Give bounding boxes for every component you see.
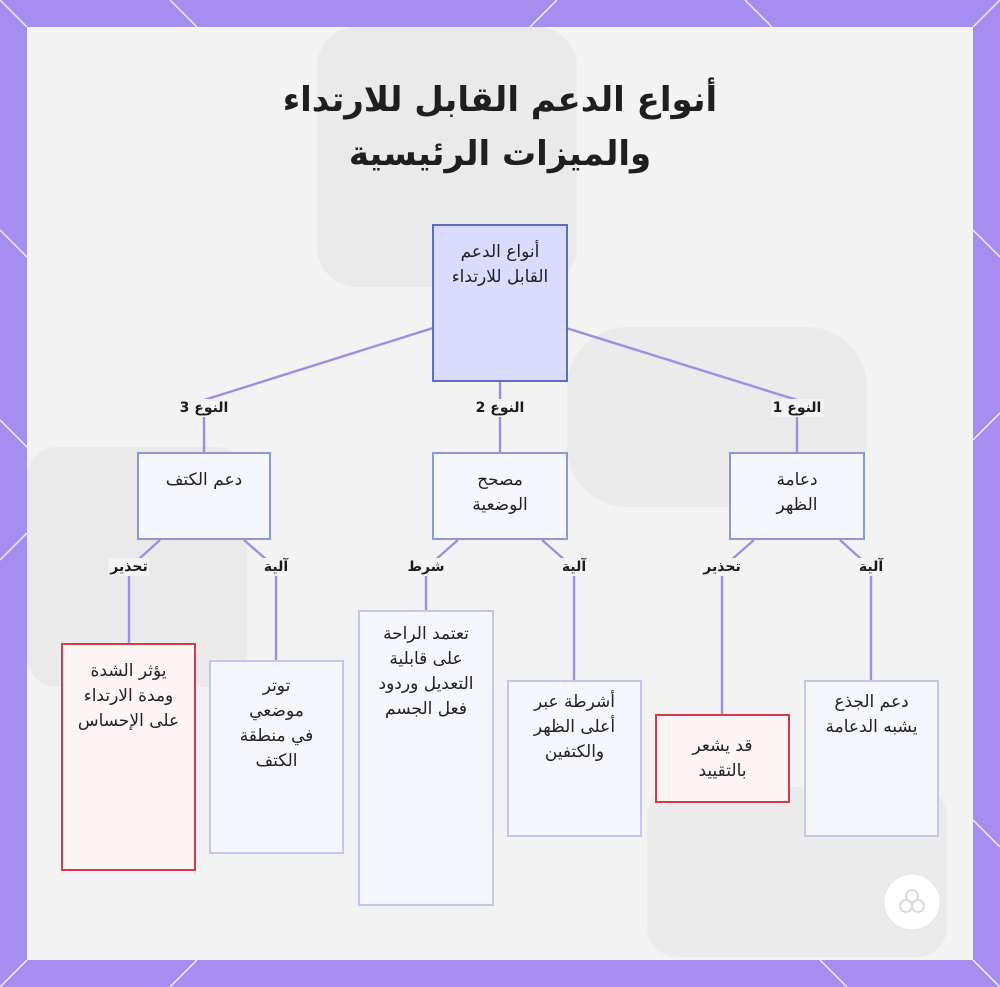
type3-warning-node: يؤثر الشدة ومدة الارتداء على الإحساس: [61, 643, 196, 871]
diagram-title-line-2: والميزات الرئيسية: [348, 134, 652, 174]
type1-node: دعامة الظهر: [729, 452, 865, 540]
diagram-title-line-1: أنواع الدعم القابل للارتداء: [282, 80, 718, 120]
type3-mechanism-label: توتر موضعي في منطقة الكتف: [239, 676, 314, 771]
root-node-label: أنواع الدعم القابل للارتداء: [451, 242, 549, 287]
edge-root-type3: [202, 326, 434, 452]
edge-label-warning: تحذير: [108, 558, 150, 576]
type1-mechanism-label: دعم الجذع يشبه الدعامة: [825, 692, 918, 737]
edge-label-type1: النوع 1: [770, 399, 824, 417]
watermark-logo-icon: [883, 873, 941, 931]
edge-label-type2: النوع 2: [473, 399, 527, 417]
edge-label-type3: النوع 3: [177, 399, 231, 417]
type1-mechanism-node: دعم الجذع يشبه الدعامة: [804, 680, 939, 837]
type1-warning-node: قد يشعر بالتقييد: [655, 714, 790, 803]
type2-node: مصحح الوضعية: [432, 452, 568, 540]
type2-node-label: مصحح الوضعية: [472, 470, 528, 515]
type1-warning-label: قد يشعر بالتقييد: [692, 735, 753, 781]
edge-label-warning: تحذير: [701, 558, 743, 576]
edge-type3-warning: [127, 539, 161, 643]
type1-node-label: دعامة الظهر: [776, 470, 818, 515]
edge-root-type1: [565, 326, 799, 452]
root-node: أنواع الدعم القابل للارتداء: [432, 224, 568, 382]
edge-label-mechanism: آلية: [856, 558, 886, 576]
type2-condition-label: تعتمد الراحة على قابلية التعديل وردود فع…: [378, 624, 474, 719]
edge-label-mechanism: آلية: [261, 558, 291, 576]
edge-label-mechanism: آلية: [559, 558, 589, 576]
type2-condition-node: تعتمد الراحة على قابلية التعديل وردود فع…: [358, 610, 494, 906]
type3-mechanism-node: توتر موضعي في منطقة الكتف: [209, 660, 344, 854]
type3-node: دعم الكتف: [137, 452, 271, 540]
edge-label-condition: شرط: [405, 558, 447, 576]
type3-node-label: دعم الكتف: [165, 470, 243, 490]
type3-warning-label: يؤثر الشدة ومدة الارتداء على الإحساس: [77, 661, 180, 731]
type2-mechanism-label: أشرطة عبر أعلى الظهر والكتفين: [533, 692, 616, 762]
type2-mechanism-node: أشرطة عبر أعلى الظهر والكتفين: [507, 680, 642, 837]
